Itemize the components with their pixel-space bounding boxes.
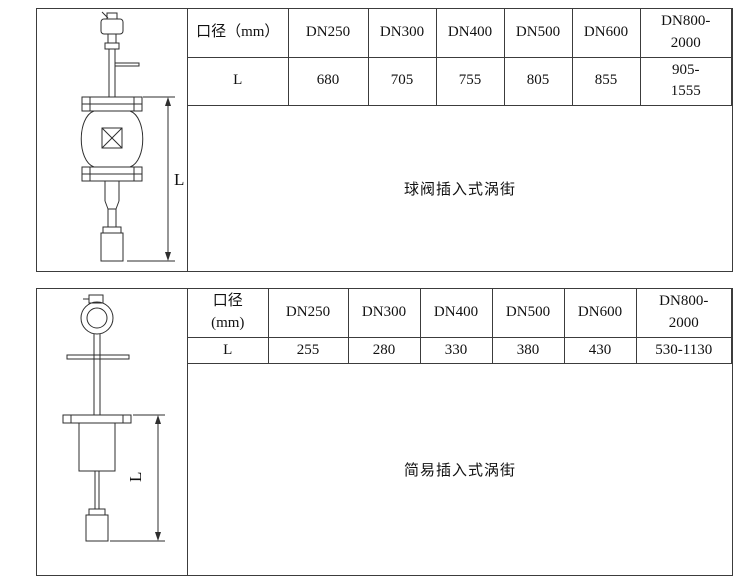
dimension-table-simple-insertion: 口径 (mm) DN250 DN300 DN400 DN500 DN600 DN…: [188, 289, 732, 365]
table-header-cell: DN600: [563, 289, 637, 338]
ball-valve-flowmeter-svg: L: [80, 11, 184, 262]
table-value-row: L 255 280 330 380 430 530-1130: [188, 336, 732, 365]
ball-valve-body: [80, 110, 144, 168]
table-cell: 705: [367, 56, 437, 106]
dimension-arrow-L: L: [127, 96, 184, 262]
ball-valve-table-panel: 口径（mm） DN250 DN300 DN400 DN500 DN600 DN8…: [187, 9, 732, 271]
caption-area: 球阀插入式涡街: [188, 106, 732, 271]
stem: [66, 334, 130, 415]
table-header-cell: DN500: [503, 9, 573, 58]
sensor-head: [100, 11, 124, 50]
table-cell: 805: [503, 56, 573, 106]
table-cell: 905- 1555: [639, 56, 732, 106]
table-header-row: 口径（mm） DN250 DN300 DN400 DN500 DN600 DN8…: [188, 9, 732, 58]
table-header-cell: DN800- 2000: [635, 289, 732, 338]
table-cell: 380: [491, 336, 565, 365]
table-header-cell: DN600: [571, 9, 641, 58]
table-header-cell: DN300: [367, 9, 437, 58]
table-cell: 430: [563, 336, 637, 365]
insertion-probe: [100, 181, 124, 262]
table-header-cell: 口径 (mm): [188, 289, 269, 338]
ball-valve-flowmeter-drawing: L: [37, 9, 187, 271]
insertion-probe: [85, 471, 109, 542]
simple-insertion-section: L 口径 (mm) DN250 DN300 DN400 DN500 DN600 …: [36, 288, 733, 576]
table-header-cell: DN250: [267, 289, 349, 338]
table-header-cell: DN300: [347, 289, 421, 338]
table-header-cell: 口径（mm）: [188, 9, 289, 58]
table-header-cell: DN500: [491, 289, 565, 338]
sensor-head: [80, 294, 114, 335]
dimension-label: L: [174, 170, 184, 189]
ball-valve-section: L 口径（mm） DN250 DN300 DN400 DN500 DN600 D…: [36, 8, 733, 272]
table-header-cell: DN800- 2000: [639, 9, 732, 58]
mounting-flange: [62, 414, 132, 424]
table-header-cell: DN400: [419, 289, 493, 338]
dimension-arrow-L: L: [110, 414, 165, 542]
table-header-row: 口径 (mm) DN250 DN300 DN400 DN500 DN600 DN…: [188, 289, 732, 338]
table-cell: 680: [287, 56, 369, 106]
table-cell: 255: [267, 336, 349, 365]
simple-insertion-table-panel: 口径 (mm) DN250 DN300 DN400 DN500 DN600 DN…: [187, 289, 732, 575]
table-header-cell: DN400: [435, 9, 505, 58]
table-cell: 530-1130: [635, 336, 732, 365]
table-value-row: L 680 705 755 805 855 905- 1555: [188, 56, 732, 106]
simple-insertion-caption: 简易插入式涡街: [403, 463, 516, 480]
table-cell: 330: [419, 336, 493, 365]
table-cell: 280: [347, 336, 421, 365]
dimension-table-ball-valve: 口径（mm） DN250 DN300 DN400 DN500 DN600 DN8…: [188, 9, 732, 106]
table-cell: L: [188, 56, 289, 106]
caption-area: 简易插入式涡街: [188, 364, 732, 575]
dimension-label: L: [126, 472, 145, 482]
upper-flange: [81, 96, 143, 112]
lower-flange: [81, 166, 143, 182]
table-header-cell: DN250: [287, 9, 369, 58]
ball-valve-caption: 球阀插入式涡街: [403, 182, 516, 198]
table-cell: 855: [571, 56, 641, 106]
meter-body: [78, 422, 116, 472]
simple-insertion-flowmeter-svg: L: [62, 294, 165, 542]
table-cell: L: [188, 336, 269, 365]
table-cell: 755: [435, 56, 505, 106]
stem: [108, 49, 140, 97]
simple-insertion-flowmeter-drawing: L: [37, 289, 187, 575]
